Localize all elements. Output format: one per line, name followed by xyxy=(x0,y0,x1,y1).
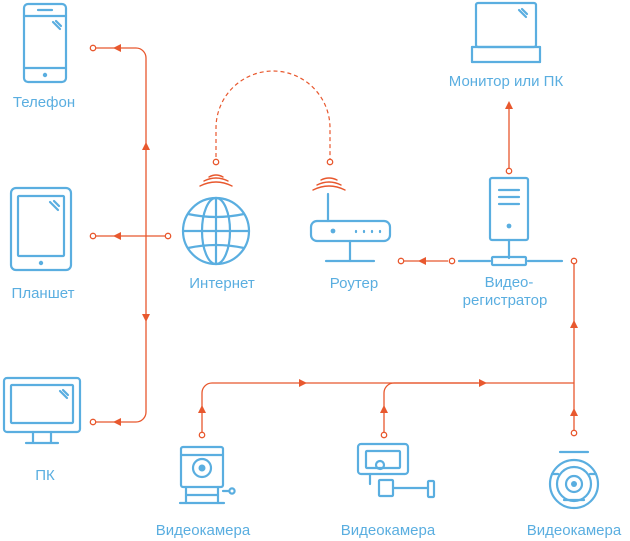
router-icon xyxy=(309,192,392,263)
monitor-label: Монитор или ПК xyxy=(449,73,564,90)
camera-bus xyxy=(198,257,578,439)
monitor-icon xyxy=(470,1,542,64)
wifi-signal-icon xyxy=(199,174,233,187)
phone-icon xyxy=(22,2,68,84)
bullet-camera-icon xyxy=(356,442,436,499)
camera-icon xyxy=(178,445,236,505)
camera1-label: Видеокамера xyxy=(156,522,251,539)
globe-icon xyxy=(181,196,251,266)
router-recorder-link xyxy=(397,257,456,265)
pc-label: ПК xyxy=(35,467,55,484)
internet-router-link xyxy=(212,70,334,166)
router-label: Роутер xyxy=(330,275,378,292)
recorder-label-line1: Видео- xyxy=(485,274,534,291)
tablet-icon xyxy=(9,186,73,272)
camera3-label: Видеокамера xyxy=(527,522,622,539)
camera2-label: Видеокамера xyxy=(341,522,436,539)
pc-icon xyxy=(2,376,82,445)
phone-label: Телефон xyxy=(13,94,75,111)
wifi-signal-icon xyxy=(312,177,346,191)
client-bus xyxy=(89,44,172,426)
recorder-label-line2: регистратор xyxy=(463,292,548,309)
dome-camera-icon xyxy=(548,450,600,510)
tablet-label: Планшет xyxy=(12,285,75,302)
dvr-icon xyxy=(457,176,564,267)
internet-label: Интернет xyxy=(189,275,255,292)
recorder-monitor-link xyxy=(505,101,513,175)
